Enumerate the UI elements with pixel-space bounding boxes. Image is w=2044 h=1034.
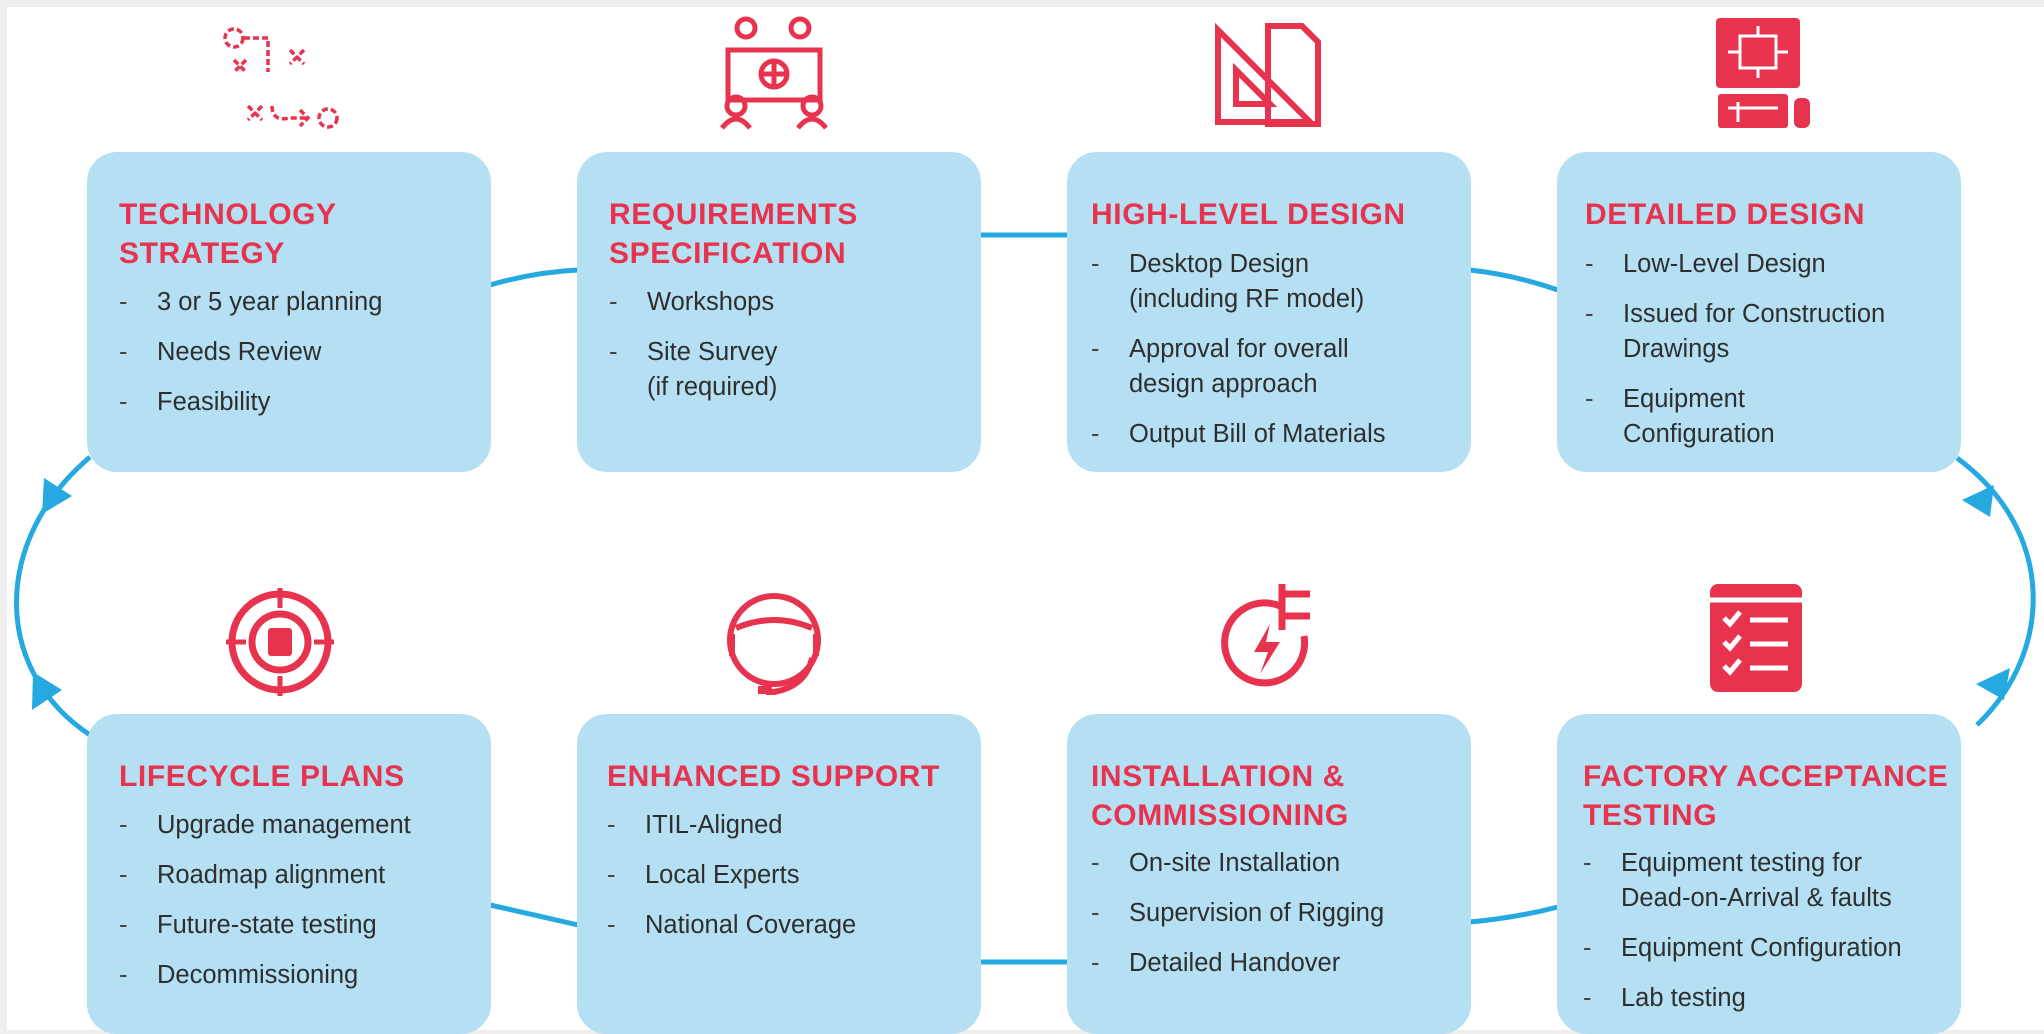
list-item: Low-Level Design xyxy=(1585,247,1947,282)
checklist-clipboard-icon xyxy=(1698,578,1818,698)
connector-1-2 xyxy=(489,267,579,288)
computer-blueprint-icon xyxy=(1698,14,1818,134)
card-items: Low-Level Design Issued for Construction… xyxy=(1585,247,1947,467)
workshop-meeting-icon xyxy=(714,10,834,130)
card-title: LIFECYCLE PLANS xyxy=(119,760,405,793)
stage-card-detailed-design: DETAILED DESIGN Low-Level Design Issued … xyxy=(1557,152,1961,472)
list-item: Lab testing xyxy=(1583,981,1955,1016)
stage-card-enhanced-support: ENHANCED SUPPORT ITIL-Aligned Local Expe… xyxy=(577,714,981,1034)
set-square-document-icon xyxy=(1208,18,1328,138)
connector-6-5 xyxy=(489,902,579,928)
list-item: Equipment Configuration xyxy=(1583,931,1955,966)
list-item: Output Bill of Materials xyxy=(1091,417,1457,452)
card-items: 3 or 5 year planning Needs Review Feasib… xyxy=(119,285,477,435)
list-item: 3 or 5 year planning xyxy=(119,285,477,320)
card-title: INSTALLATION &COMMISSIONING xyxy=(1091,760,1349,832)
card-title: HIGH-LEVEL DESIGN xyxy=(1091,198,1406,231)
card-items: Desktop Design(including RF model) Appro… xyxy=(1091,247,1457,467)
list-item: Feasibility xyxy=(119,385,477,420)
list-item: Supervision of Rigging xyxy=(1091,896,1457,931)
card-items: On-site Installation Supervision of Rigg… xyxy=(1091,846,1457,996)
support-headset-icon xyxy=(714,580,834,700)
list-item: Future-state testing xyxy=(119,908,477,943)
list-item: Detailed Handover xyxy=(1091,946,1457,981)
list-item: Decommissioning xyxy=(119,958,477,993)
card-title: DETAILED DESIGN xyxy=(1585,198,1866,231)
list-item: Needs Review xyxy=(119,335,477,370)
connector-8-7 xyxy=(1469,904,1559,925)
list-item: Roadmap alignment xyxy=(119,858,477,893)
list-item: Workshops xyxy=(609,285,967,320)
stage-card-high-level-design: HIGH-LEVEL DESIGN Desktop Design(includi… xyxy=(1067,152,1471,472)
list-item: Site Survey(if required) xyxy=(609,335,967,405)
list-item: Local Experts xyxy=(607,858,967,893)
list-item: On-site Installation xyxy=(1091,846,1457,881)
connector-3-4 xyxy=(1469,267,1559,293)
stage-card-installation-commissioning: INSTALLATION &COMMISSIONING On-site Inst… xyxy=(1067,714,1471,1034)
arrowhead-left-top xyxy=(42,478,72,514)
list-item: Upgrade management xyxy=(119,808,477,843)
card-title: ENHANCED SUPPORT xyxy=(607,760,940,793)
list-item: ITIL-Aligned xyxy=(607,808,967,843)
list-item: Desktop Design(including RF model) xyxy=(1091,247,1457,317)
strategy-map-icon xyxy=(220,20,340,140)
arrowhead-left-bottom xyxy=(32,672,62,710)
list-item: National Coverage xyxy=(607,908,967,943)
arrowhead-right-top xyxy=(1962,485,1994,517)
card-items: Upgrade management Roadmap alignment Fut… xyxy=(119,808,477,1008)
stage-card-lifecycle-plans: LIFECYCLE PLANS Upgrade management Roadm… xyxy=(87,714,491,1034)
card-items: ITIL-Aligned Local Experts National Cove… xyxy=(607,808,967,958)
power-plug-icon xyxy=(1208,576,1328,696)
lifecycle-target-icon xyxy=(220,582,340,702)
card-items: Workshops Site Survey(if required) xyxy=(609,285,967,420)
arrowhead-right-bottom xyxy=(1976,668,2010,700)
